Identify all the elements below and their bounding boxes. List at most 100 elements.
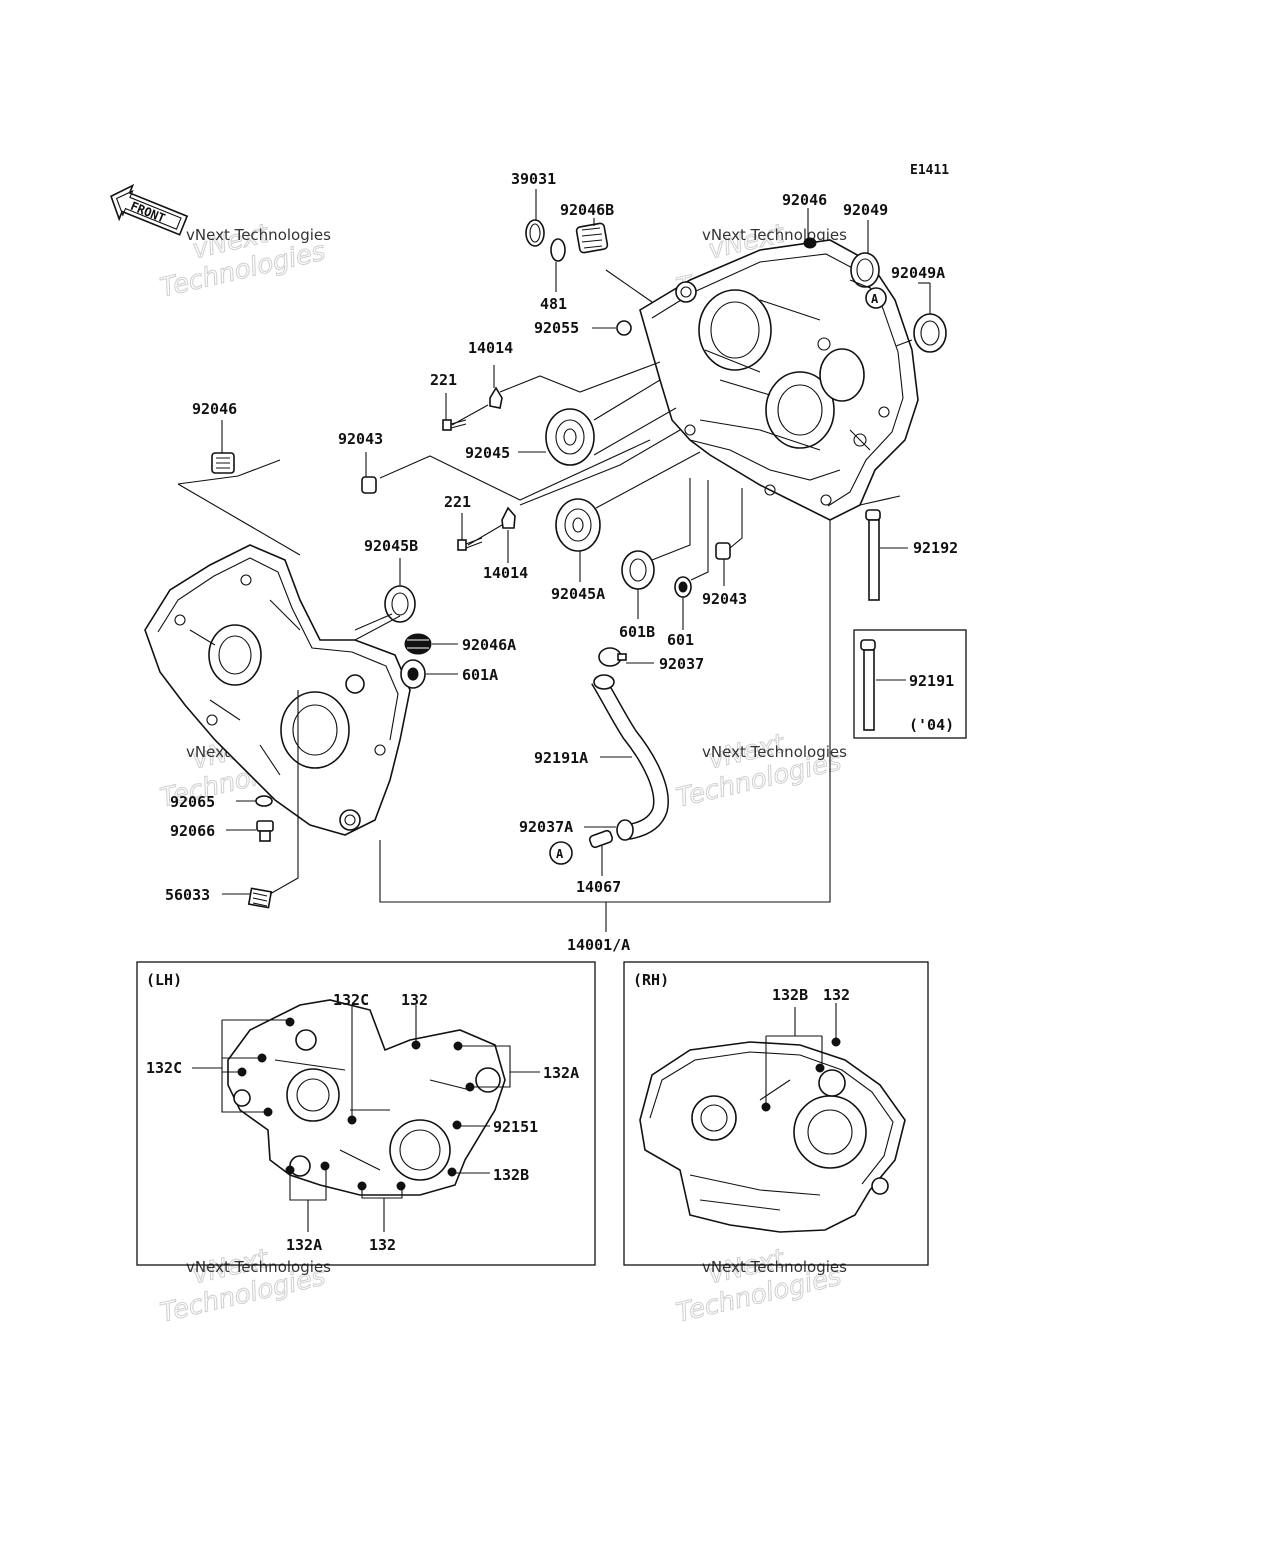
label-221-top: 221 bbox=[430, 371, 457, 389]
label-601: 601 bbox=[667, 631, 694, 649]
part-92046-left bbox=[211, 452, 235, 474]
leader-lines bbox=[177, 189, 931, 932]
lh-label-132C-top: 132C bbox=[333, 991, 369, 1009]
label-39031: 39031 bbox=[511, 170, 556, 188]
watermark-small-6: vNext Technologies bbox=[702, 1258, 847, 1276]
rh-leaders bbox=[765, 1003, 837, 1107]
part-92049-seal bbox=[850, 252, 880, 288]
part-92043-right-dowel bbox=[715, 542, 731, 560]
rh-panel-frame bbox=[623, 961, 929, 1266]
rh-label-132: 132 bbox=[823, 986, 850, 1004]
part-92043-left-dowel bbox=[361, 476, 377, 494]
part-92065-washer bbox=[255, 795, 273, 807]
part-92037A-clamp bbox=[616, 819, 634, 841]
lh-label-132C-left: 132C bbox=[146, 1059, 182, 1077]
part-92045A-bearing bbox=[555, 498, 601, 552]
part-92191-tube bbox=[860, 639, 876, 731]
rh-label-132B: 132B bbox=[772, 986, 808, 1004]
diagram-code: E1411 bbox=[910, 163, 949, 178]
lh-label-132-bottom: 132 bbox=[369, 1236, 396, 1254]
label-92043-right: 92043 bbox=[702, 590, 747, 608]
label-221-mid: 221 bbox=[444, 493, 471, 511]
label-92046B: 92046B bbox=[560, 201, 614, 219]
callout-labels: 39031 92046B 481 92055 92046 92049 92049… bbox=[165, 170, 958, 954]
label-481: 481 bbox=[540, 295, 567, 313]
part-92045-bearing bbox=[545, 408, 595, 466]
label-92049: 92049 bbox=[843, 201, 888, 219]
watermark-small-4: vNext Technologies bbox=[702, 743, 847, 761]
lh-bolt-panel: (LH) bbox=[136, 961, 596, 1266]
lh-label-132A-bottom: 132A bbox=[286, 1236, 322, 1254]
label-92046-left: 92046 bbox=[192, 400, 237, 418]
label-92037: 92037 bbox=[659, 655, 704, 673]
rh-panel-title: (RH) bbox=[633, 971, 669, 989]
ref-marker-a-bottom: A bbox=[549, 841, 573, 865]
lh-case-bore-2 bbox=[389, 1119, 451, 1181]
label-92046-top: 92046 bbox=[782, 191, 827, 209]
part-92191A-hose-end bbox=[593, 674, 615, 690]
label-92049A: 92049A bbox=[891, 264, 945, 282]
label-601A: 601A bbox=[462, 666, 498, 684]
part-601-bearing bbox=[674, 576, 692, 598]
lh-leaders bbox=[192, 1005, 540, 1232]
part-14067-fitting bbox=[588, 829, 614, 849]
part-481-circlip bbox=[550, 238, 566, 262]
label-92043-left: 92043 bbox=[338, 430, 383, 448]
part-92191A-hose-fill bbox=[592, 676, 668, 839]
part-92046A-bearing bbox=[404, 633, 432, 655]
ref-marker-a-bottom-label: A bbox=[556, 847, 564, 861]
part-92192-tube bbox=[865, 509, 881, 601]
part-92049A-seal bbox=[913, 313, 947, 353]
label-14001A: 14001/A bbox=[567, 936, 630, 954]
lh-panel-frame bbox=[136, 961, 596, 1266]
part-92045B-bearing bbox=[384, 585, 416, 623]
part-92046B-bearing bbox=[575, 222, 609, 254]
part-92046-top bbox=[803, 237, 817, 249]
label-92192: 92192 bbox=[913, 539, 958, 557]
part-14014-mid bbox=[501, 506, 516, 529]
label-92045B: 92045B bbox=[364, 537, 418, 555]
label-92055: 92055 bbox=[534, 319, 579, 337]
label-601B: 601B bbox=[619, 623, 655, 641]
label-92045A: 92045A bbox=[551, 585, 605, 603]
variant-04-box bbox=[853, 629, 967, 739]
lh-label-132-top: 132 bbox=[401, 991, 428, 1009]
rh-case-bore-2 bbox=[793, 1095, 867, 1169]
watermark-small-5: vNext Technologies bbox=[186, 1258, 331, 1276]
rh-bolt-panel: (RH) 132B 132 bbox=[623, 961, 929, 1266]
ref-marker-a-top-label: A bbox=[871, 292, 879, 306]
lh-label-92151: 92151 bbox=[493, 1118, 538, 1136]
part-601A-bearing bbox=[400, 659, 426, 689]
lh-case-bore-1 bbox=[286, 1068, 340, 1122]
label-92066: 92066 bbox=[170, 822, 215, 840]
label-04: ('04) bbox=[909, 716, 954, 734]
front-arrow-icon: FRONT bbox=[110, 183, 189, 236]
label-14067: 14067 bbox=[576, 878, 621, 896]
label-92046A: 92046A bbox=[462, 636, 516, 654]
part-92066-plug bbox=[256, 820, 274, 842]
label-92191: 92191 bbox=[909, 672, 954, 690]
watermark-small-1: vNext Technologies bbox=[186, 226, 331, 244]
label-14014-mid: 14014 bbox=[483, 564, 528, 582]
crankcase-left-half bbox=[144, 544, 411, 836]
label-56033: 56033 bbox=[165, 886, 210, 904]
label-92065: 92065 bbox=[170, 793, 215, 811]
part-56033-label bbox=[247, 887, 273, 909]
label-92037A: 92037A bbox=[519, 818, 573, 836]
part-601B-bearing bbox=[621, 550, 655, 590]
part-14014-top bbox=[489, 386, 503, 409]
label-14014-top: 14014 bbox=[468, 339, 513, 357]
crankcase-right-half bbox=[639, 239, 919, 521]
part-92037-clamp bbox=[598, 647, 627, 667]
lh-case-outline bbox=[227, 999, 506, 1196]
part-221-top-screw bbox=[442, 419, 467, 431]
lh-panel-title: (LH) bbox=[146, 971, 182, 989]
rh-case-bore-1 bbox=[691, 1095, 737, 1141]
lh-label-132A-right: 132A bbox=[543, 1064, 579, 1082]
label-92191A: 92191A bbox=[534, 749, 588, 767]
part-39031-ring bbox=[525, 219, 545, 247]
part-92055-oring bbox=[616, 320, 632, 336]
ref-marker-a-top: A bbox=[865, 287, 887, 309]
